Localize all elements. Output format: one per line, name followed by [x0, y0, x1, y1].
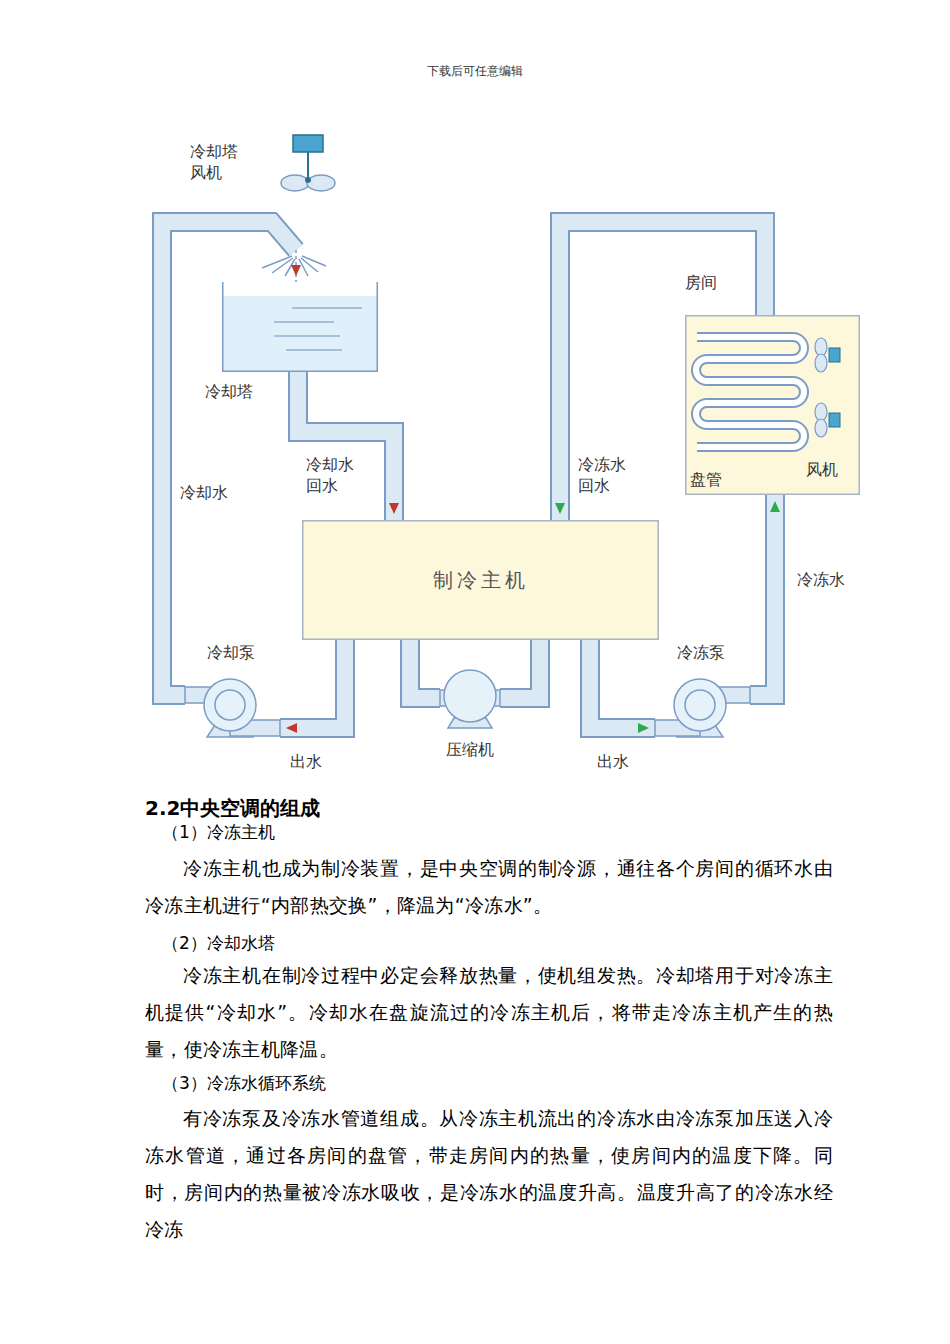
pipe-connector	[162, 222, 301, 695]
arrow-head	[389, 503, 399, 514]
pipe-inner	[500, 640, 540, 698]
part-label: 冷却塔	[205, 382, 253, 403]
fan-shaft	[307, 150, 309, 178]
water-spray	[262, 256, 326, 276]
diagram-label: 盘管	[690, 470, 722, 491]
list-item: （2）冷却水塔	[162, 925, 275, 962]
body-paragraph: 有冷冻泵及冷冻水管道组成。从冷冻主机流出的冷冻水由冷冻泵加压送入冷冻水管道，通过…	[145, 1100, 833, 1248]
pipe-label: 冷冻水 回水	[578, 455, 631, 497]
part-label: 压缩机	[446, 740, 494, 761]
pipe-label: 冷却水 回水	[306, 455, 359, 497]
cooling-pump-shape	[185, 675, 280, 737]
pipe-label: 出水	[597, 752, 629, 773]
arrow-head	[638, 723, 649, 733]
box-title: 制冷主机	[302, 520, 659, 640]
fan-blade	[815, 419, 827, 437]
pipe-outline	[590, 640, 655, 728]
pipe-label: 出水	[290, 752, 322, 773]
arrow-head	[291, 265, 301, 276]
water-surface	[274, 321, 334, 322]
pipe-outline	[500, 640, 540, 698]
pipe-label: 冷却水	[180, 483, 228, 504]
part-label: 冷却泵	[207, 643, 255, 664]
pipe-connector	[590, 640, 655, 733]
pump-housing	[674, 679, 726, 731]
pipe-connector	[410, 640, 440, 698]
spray-line	[299, 259, 308, 276]
list-item: （3）冷冻水循环系统	[162, 1065, 326, 1102]
part-label: 冷冻泵	[677, 643, 725, 664]
diagram-label: 冷却塔 风机	[190, 142, 243, 184]
water-surface	[292, 307, 362, 308]
spray-line	[301, 258, 318, 272]
pipe-inner	[750, 495, 775, 695]
pipe-connector	[500, 640, 540, 698]
pump-impeller	[685, 690, 715, 720]
pipe-outline	[410, 640, 440, 698]
chilled-pump: 冷冻泵	[655, 675, 750, 737]
chilled-pump-shape	[655, 675, 750, 737]
pipe-outline	[280, 640, 345, 728]
fan-blade	[281, 175, 309, 191]
list-item: （1）冷冻主机	[162, 814, 275, 851]
fan-blade	[815, 338, 827, 356]
pipe-inner	[162, 222, 296, 695]
spray-line	[302, 256, 326, 266]
fan-motor	[829, 348, 840, 362]
water-surface	[286, 349, 342, 350]
diagram-label: 风机	[806, 460, 838, 481]
pipe-outline	[162, 222, 296, 695]
body-paragraph: 冷冻主机也成为制冷装置，是中央空调的制冷源，通往各个房间的循环水由冷冻主机进行“…	[145, 850, 833, 924]
compressor-body	[444, 670, 496, 722]
fan-motor	[829, 413, 840, 427]
arrow-head	[770, 501, 780, 512]
fan-hub	[305, 177, 311, 183]
tank-wall	[223, 282, 378, 371]
pipe-connector	[280, 640, 345, 733]
pipe-inner	[298, 372, 394, 520]
chiller-box: 制冷主机	[302, 520, 659, 640]
pump-impeller	[215, 690, 245, 720]
pipe-outline	[298, 372, 394, 520]
coil-outline	[696, 337, 804, 447]
pipe-outline	[750, 495, 775, 695]
tank-water	[222, 296, 378, 372]
coil-inner	[696, 337, 804, 447]
cooling-tower: 冷却塔	[222, 282, 378, 372]
pump-housing	[204, 679, 256, 731]
body-paragraph: 冷冻主机在制冷过程中必定会释放热量，使机组发热。冷却塔用于对冷冻主机提供“冷却水…	[145, 957, 833, 1068]
pipe-inner	[590, 640, 655, 728]
tower-fan	[281, 135, 335, 191]
pipe-inner	[280, 640, 345, 728]
cooling-tower-shape	[222, 282, 378, 372]
compressor: 压缩机	[440, 668, 500, 728]
room-body	[686, 316, 860, 495]
arrow-head	[555, 503, 565, 514]
fan-blade	[815, 354, 827, 372]
cooling-pump: 冷却泵	[185, 675, 280, 737]
part-label: 房间	[685, 273, 717, 294]
fan-blade	[307, 175, 335, 191]
arrow-head	[286, 723, 297, 733]
pipe-label: 冷冻水	[797, 570, 845, 591]
chiller-body	[303, 521, 659, 640]
pipe-connector	[750, 495, 780, 695]
spray-line	[272, 258, 293, 273]
fan-motor	[293, 135, 323, 152]
pipe-connector	[298, 372, 399, 520]
pipe-inner	[410, 640, 440, 698]
diagram-label: 下载后可任意编辑	[427, 64, 523, 80]
water-surface	[274, 335, 340, 336]
compressor-shape	[440, 668, 500, 728]
fan-blade	[815, 403, 827, 421]
section-heading: 2.2中央空调的组成	[145, 795, 320, 821]
